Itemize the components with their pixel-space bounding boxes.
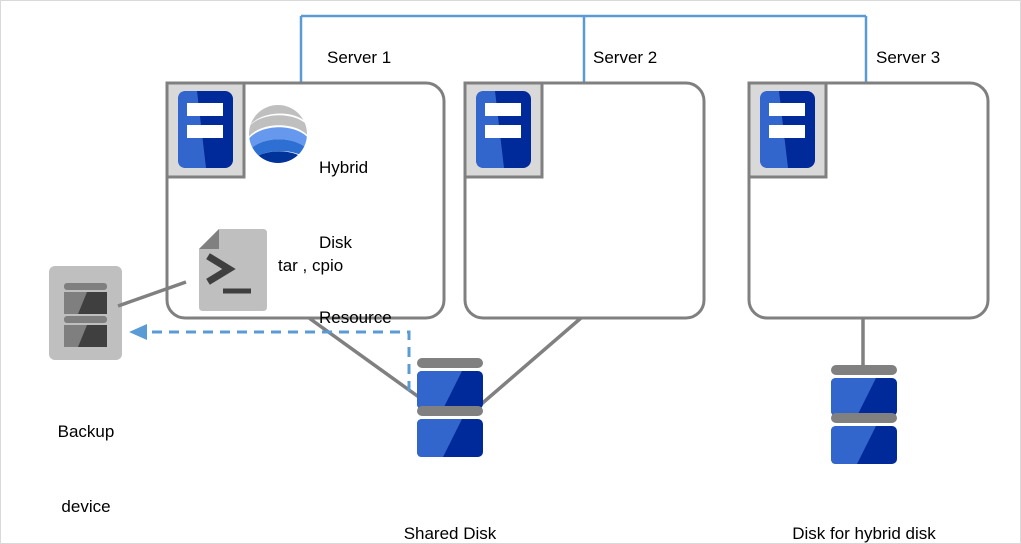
server-label-2: Server 2 [593, 48, 658, 67]
command-label: tar , cpio [278, 256, 344, 275]
disk-stack-icon-shared [417, 358, 483, 457]
script-terminal-icon [199, 229, 267, 311]
hybrid-disk-label: Disk for hybrid disk resource [736, 471, 992, 543]
server-icon-2 [463, 81, 544, 179]
server-icon-3 [747, 81, 828, 179]
server-label-1: Server 1 [327, 48, 392, 67]
hybrid-disk-label-line-1: Disk for hybrid disk [792, 524, 936, 543]
backup-device-label-line-2: device [61, 497, 111, 516]
hybrid-disk-resource-label-line-2: Disk [319, 233, 353, 252]
server-icon-1 [165, 81, 246, 179]
shared-disk-label-line-1: Shared Disk [403, 524, 497, 543]
disk-stack-icon-hybrid [831, 365, 897, 464]
server-label-3: Server 3 [876, 48, 941, 67]
backup-flow-arrow [129, 324, 411, 391]
globe-icon [249, 105, 307, 163]
backup-device-icon [49, 266, 122, 360]
hybrid-disk-resource-label-line-1: Hybrid [319, 158, 369, 177]
network-lines [299, 14, 868, 83]
backup-device-label-line-1: Backup [57, 422, 115, 441]
hybrid-disk-resource-label-line-3: Resource [319, 308, 392, 327]
backup-device-label: Backup device [25, 369, 147, 543]
hybrid-disk-resource-label: Hybrid Disk Resource [319, 105, 392, 380]
shared-disk-label: Shared Disk for hybrid disk resource [310, 471, 590, 543]
